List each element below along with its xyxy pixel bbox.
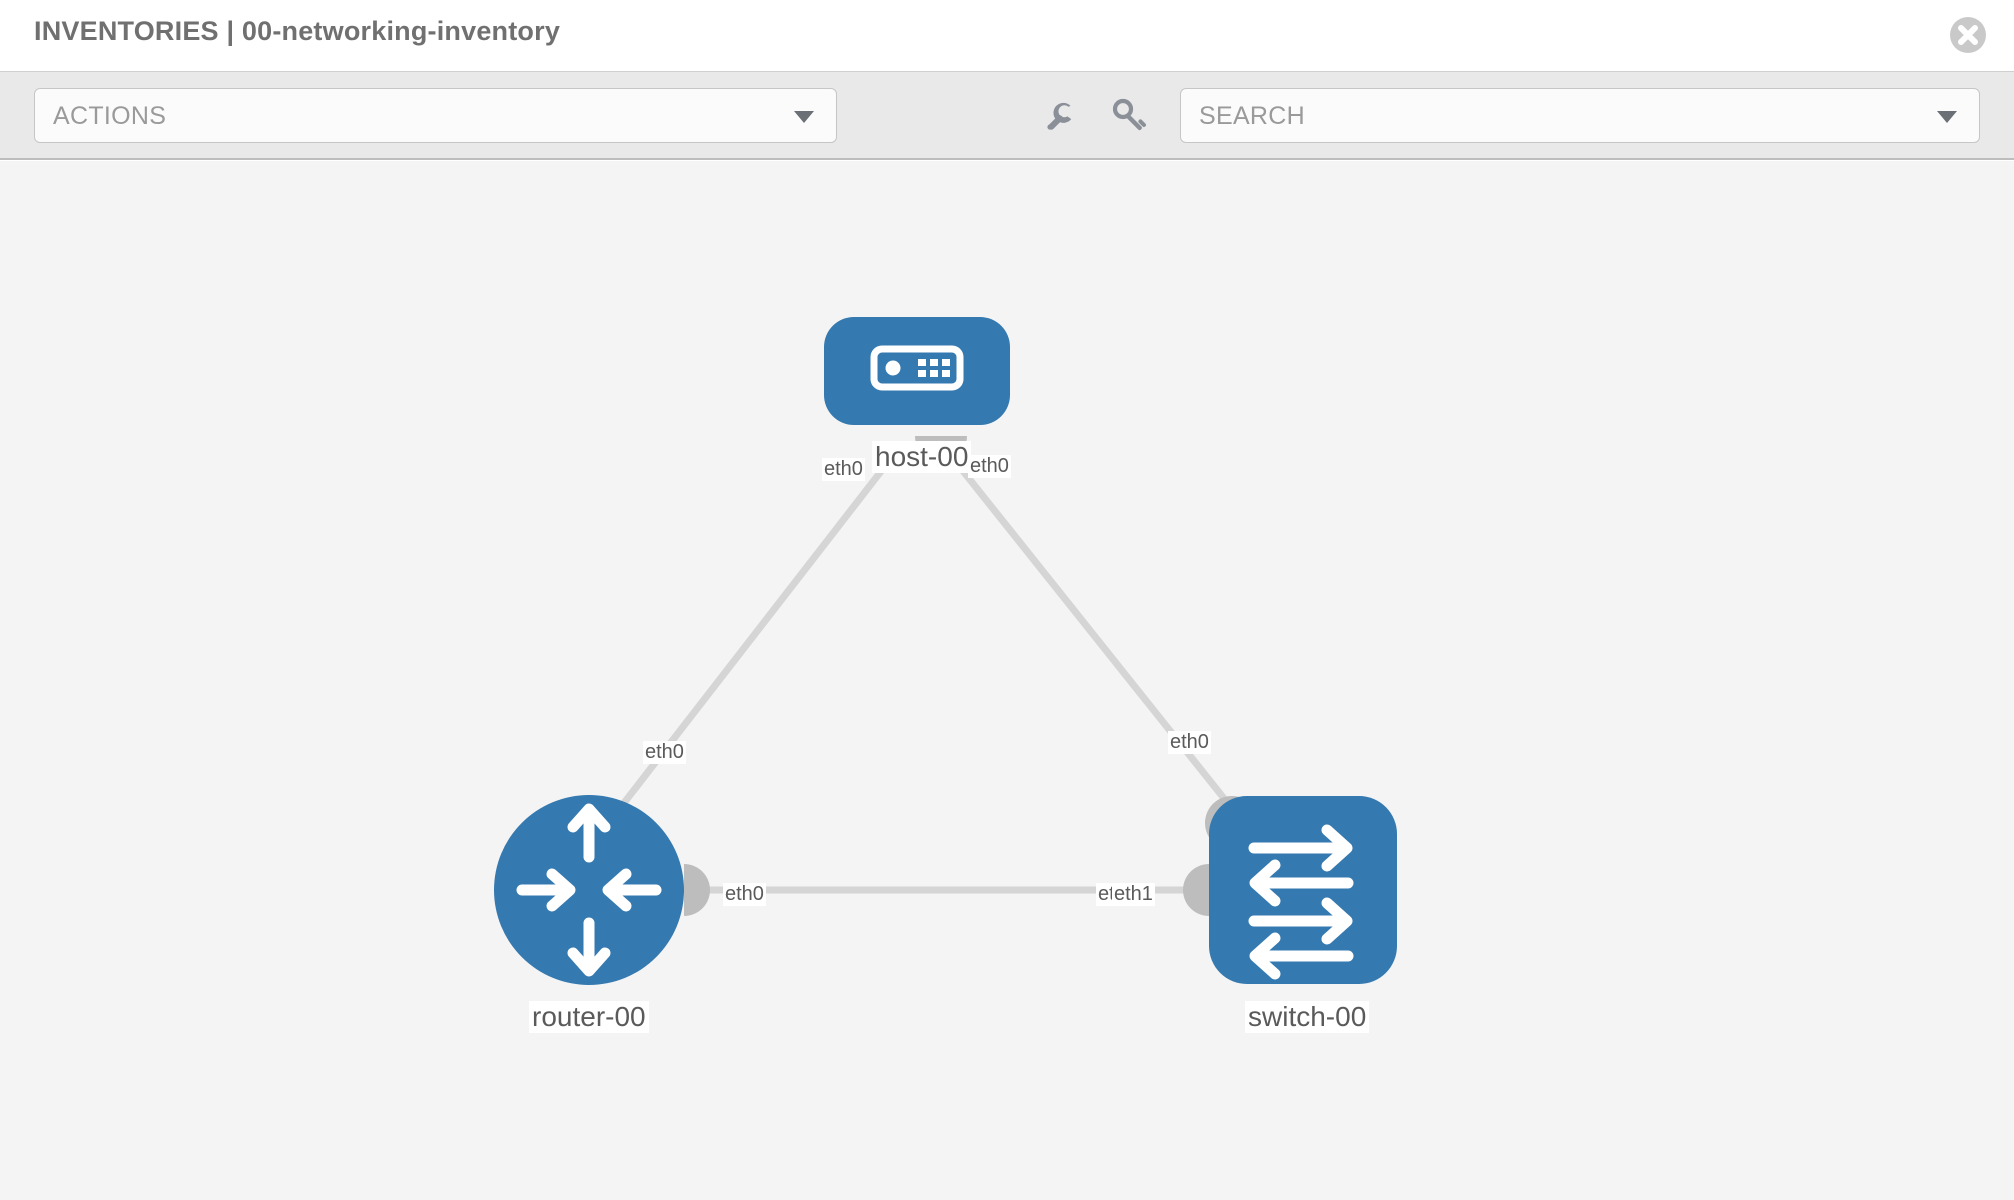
iface-label-host-left: eth0 (822, 458, 865, 481)
search-placeholder: SEARCH (1199, 102, 1305, 130)
iface-label-router-right: eth0 (723, 883, 766, 906)
node-label-router-00: router-00 (529, 1001, 649, 1033)
page-header: INVENTORIES | 00-networking-inventory (0, 0, 2014, 72)
node-label-switch-00: switch-00 (1245, 1001, 1370, 1033)
page-title: INVENTORIES | 00-networking-inventory (34, 16, 561, 46)
topology-canvas[interactable]: host-00 router-00 switch-00 eth0 eth0 et… (0, 161, 2014, 1200)
wrench-icon[interactable] (1040, 96, 1080, 136)
actions-dropdown-label: ACTIONS (53, 102, 167, 130)
port-router-right[interactable] (684, 864, 710, 916)
iface-label-router-up: eth0 (643, 741, 686, 764)
node-label-host-00: host-00 (872, 441, 972, 473)
iface-label-switch-left-b: eth1 (1112, 883, 1155, 906)
key-icon[interactable] (1110, 96, 1150, 136)
close-icon (1958, 25, 1978, 45)
close-button[interactable] (1950, 17, 1986, 53)
link-host-switch[interactable] (952, 458, 1245, 824)
node-host-00[interactable] (824, 317, 1010, 425)
search-input[interactable]: SEARCH (1180, 88, 1980, 143)
search-chevron-down-icon[interactable] (1937, 111, 1957, 123)
iface-label-host-right: eth0 (968, 455, 1011, 478)
node-switch-00[interactable] (1209, 796, 1397, 984)
actions-dropdown[interactable]: ACTIONS (34, 88, 837, 143)
iface-label-switch-up: eth0 (1168, 731, 1211, 754)
server-icon (870, 345, 964, 391)
router-arrows-icon (516, 803, 662, 977)
topology-graph (494, 317, 1397, 985)
link-host-router[interactable] (607, 458, 892, 824)
topology-ports (684, 436, 1259, 916)
toolbar: ACTIONS SEARCH (0, 72, 2014, 160)
topology-links (607, 458, 1245, 894)
node-router-00[interactable] (494, 795, 684, 985)
chevron-down-icon (794, 111, 814, 123)
switch-arrows-icon (1248, 824, 1354, 980)
